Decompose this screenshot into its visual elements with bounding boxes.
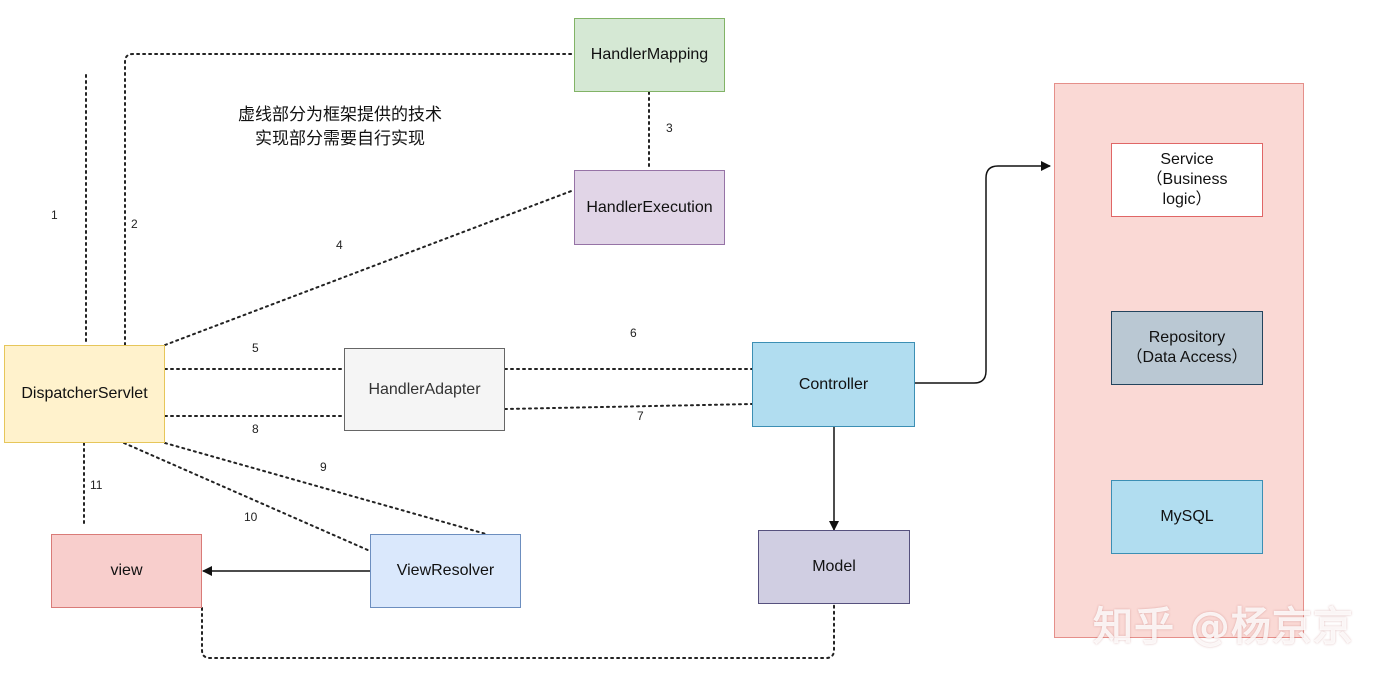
edge-4 [164, 189, 575, 346]
edge-7 [504, 403, 753, 410]
edge-9 [164, 442, 487, 535]
model-node: Model [758, 530, 910, 604]
view-label: view [110, 562, 143, 579]
handler-adapter-label: HandlerAdapter [368, 380, 481, 398]
step-label-5: 5 [252, 341, 259, 355]
handler-execution-label: HandlerExecution [586, 198, 713, 216]
edge-2 [124, 53, 575, 346]
edge-controller-backend [915, 161, 1051, 384]
mysql-node: MySQL [1111, 480, 1263, 554]
view-resolver-label: ViewResolver [396, 562, 495, 579]
handler-adapter-node: HandlerAdapter [344, 348, 505, 431]
step-label-2: 2 [131, 217, 138, 231]
step-label-3: 3 [666, 121, 673, 135]
diagram-note: 虚线部分为框架提供的技术 实现部分需要自行实现 [195, 104, 485, 152]
edge-10 [123, 442, 371, 552]
handler-execution-node: HandlerExecution [574, 170, 725, 245]
dispatcher-servlet-label: DispatcherServlet [21, 385, 148, 402]
service-node: Service （Business logic） [1111, 143, 1263, 217]
model-label: Model [812, 558, 856, 575]
repository-label: Repository （Data Access） [1126, 329, 1248, 366]
dispatcher-servlet-node: DispatcherServlet [4, 345, 165, 443]
note-line-2: 实现部分需要自行实现 [255, 128, 425, 149]
zhihu-watermark: 知乎 @杨京京 [1093, 604, 1354, 650]
view-resolver-node: ViewResolver [370, 534, 521, 608]
step-label-4: 4 [336, 238, 343, 252]
step-label-9: 9 [320, 460, 327, 474]
step-label-10: 10 [244, 510, 258, 524]
repository-node: Repository （Data Access） [1111, 311, 1263, 385]
step-label-7: 7 [637, 409, 644, 423]
step-label-11: 11 [90, 478, 103, 492]
edge-view-model [201, 603, 835, 659]
step-label-6: 6 [630, 326, 637, 340]
note-line-1: 虚线部分为框架提供的技术 [238, 105, 442, 125]
handler-mapping-node: HandlerMapping [574, 18, 725, 92]
handler-mapping-label: HandlerMapping [590, 46, 709, 63]
step-label-1: 1 [51, 208, 58, 222]
mysql-label: MySQL [1160, 508, 1214, 525]
view-node: view [51, 534, 202, 608]
controller-node: Controller [752, 342, 915, 427]
step-label-8: 8 [252, 422, 259, 436]
service-label: Service （Business logic） [1146, 151, 1228, 208]
controller-label: Controller [798, 375, 869, 393]
